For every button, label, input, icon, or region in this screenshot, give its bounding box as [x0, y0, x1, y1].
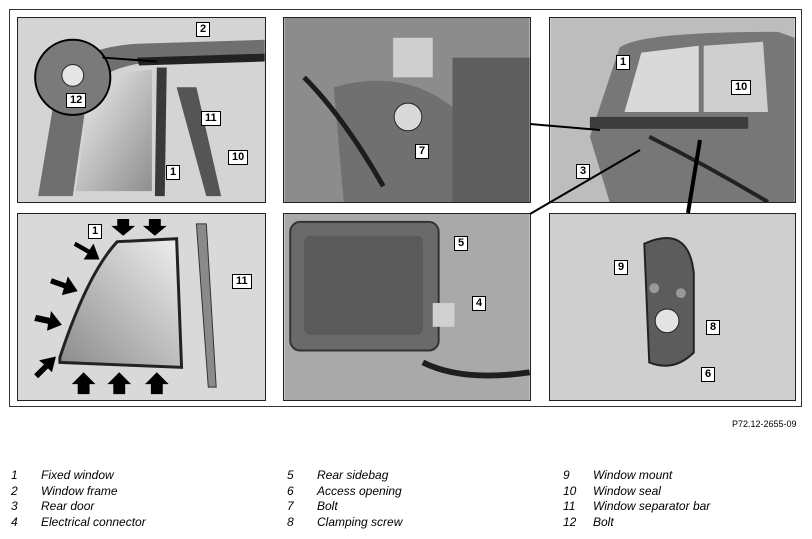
panel-removed-window: 1 11	[17, 213, 266, 401]
callout-9: 9	[614, 260, 629, 275]
panel-rear-door: 1 10 3	[549, 17, 796, 203]
callout-1: 1	[166, 165, 181, 180]
panel-sidebag: 5 4	[283, 213, 531, 401]
callout-2: 2	[196, 22, 211, 37]
callout-1: 1	[616, 55, 631, 70]
bolt-illustration	[284, 18, 530, 202]
panel-window-mount: 9 8 6	[549, 213, 796, 401]
sidebag-illustration	[284, 214, 530, 400]
window-mount-illustration	[550, 214, 795, 400]
callout-12: 12	[66, 93, 87, 108]
callout-10: 10	[228, 150, 249, 165]
panel-door-window: 2 12 11 1 10	[17, 17, 266, 203]
panel-bolt: 7	[283, 17, 531, 203]
callout-11: 11	[232, 274, 252, 289]
removed-window-illustration	[18, 214, 265, 400]
callout-10: 10	[731, 80, 752, 95]
door-window-illustration	[18, 18, 265, 202]
callout-11: 11	[201, 111, 221, 126]
callout-8: 8	[706, 320, 721, 335]
callout-4: 4	[472, 296, 487, 311]
callout-6: 6	[701, 367, 716, 382]
callout-5: 5	[454, 236, 469, 251]
figure-reference: P72.12-2655-09	[732, 419, 797, 429]
callout-3: 3	[576, 164, 591, 179]
callout-7: 7	[415, 144, 430, 159]
callout-1: 1	[88, 224, 103, 239]
rear-door-illustration	[550, 18, 795, 202]
